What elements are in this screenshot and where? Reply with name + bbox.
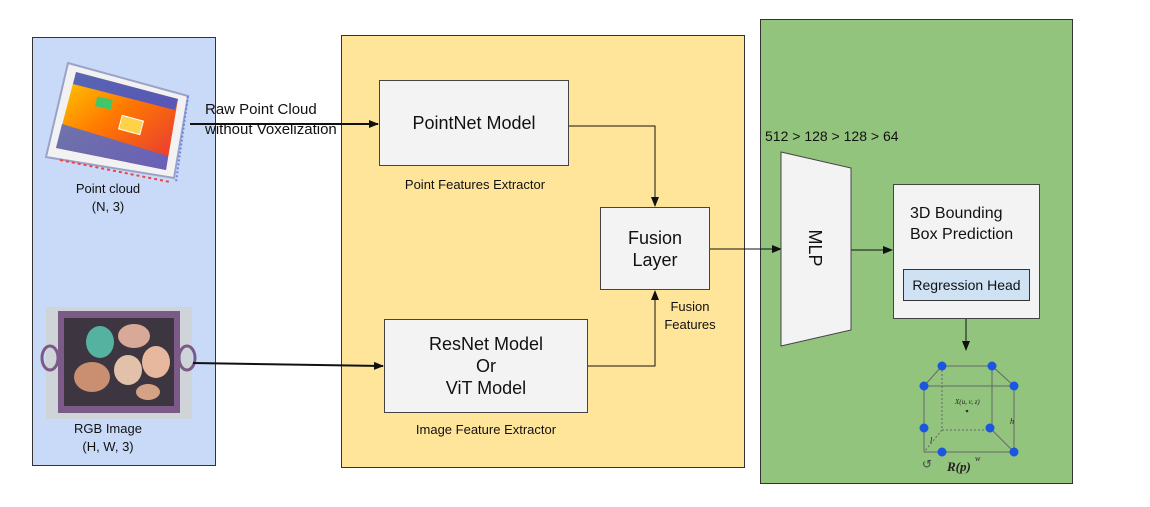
fusion-layer-box: Fusion Layer (600, 207, 710, 290)
regression-head-box: Regression Head (903, 269, 1030, 301)
inputs-panel (32, 37, 216, 466)
point-features-extractor-label: Point Features Extractor (404, 177, 546, 192)
pointnet-model-box: PointNet Model (379, 80, 569, 166)
mlp-dimensions-label: 512 > 128 > 128 > 64 (765, 128, 899, 144)
image-feature-extractor-label: Image Feature Extractor (415, 422, 557, 437)
mlp-label: MLP (805, 229, 826, 267)
bbox-prediction-title: 3D Bounding Box Prediction (910, 205, 1014, 243)
rgb-image-label: RGB Image (H, W, 3) (74, 421, 142, 454)
raw-point-cloud-label: Raw Point Cloud without Voxelization (205, 101, 337, 138)
point-cloud-label: Point cloud (N, 3) (75, 181, 141, 214)
image-model-box: ResNet Model Or ViT Model (384, 319, 588, 413)
fusion-features-label: Fusion Features (664, 299, 716, 332)
